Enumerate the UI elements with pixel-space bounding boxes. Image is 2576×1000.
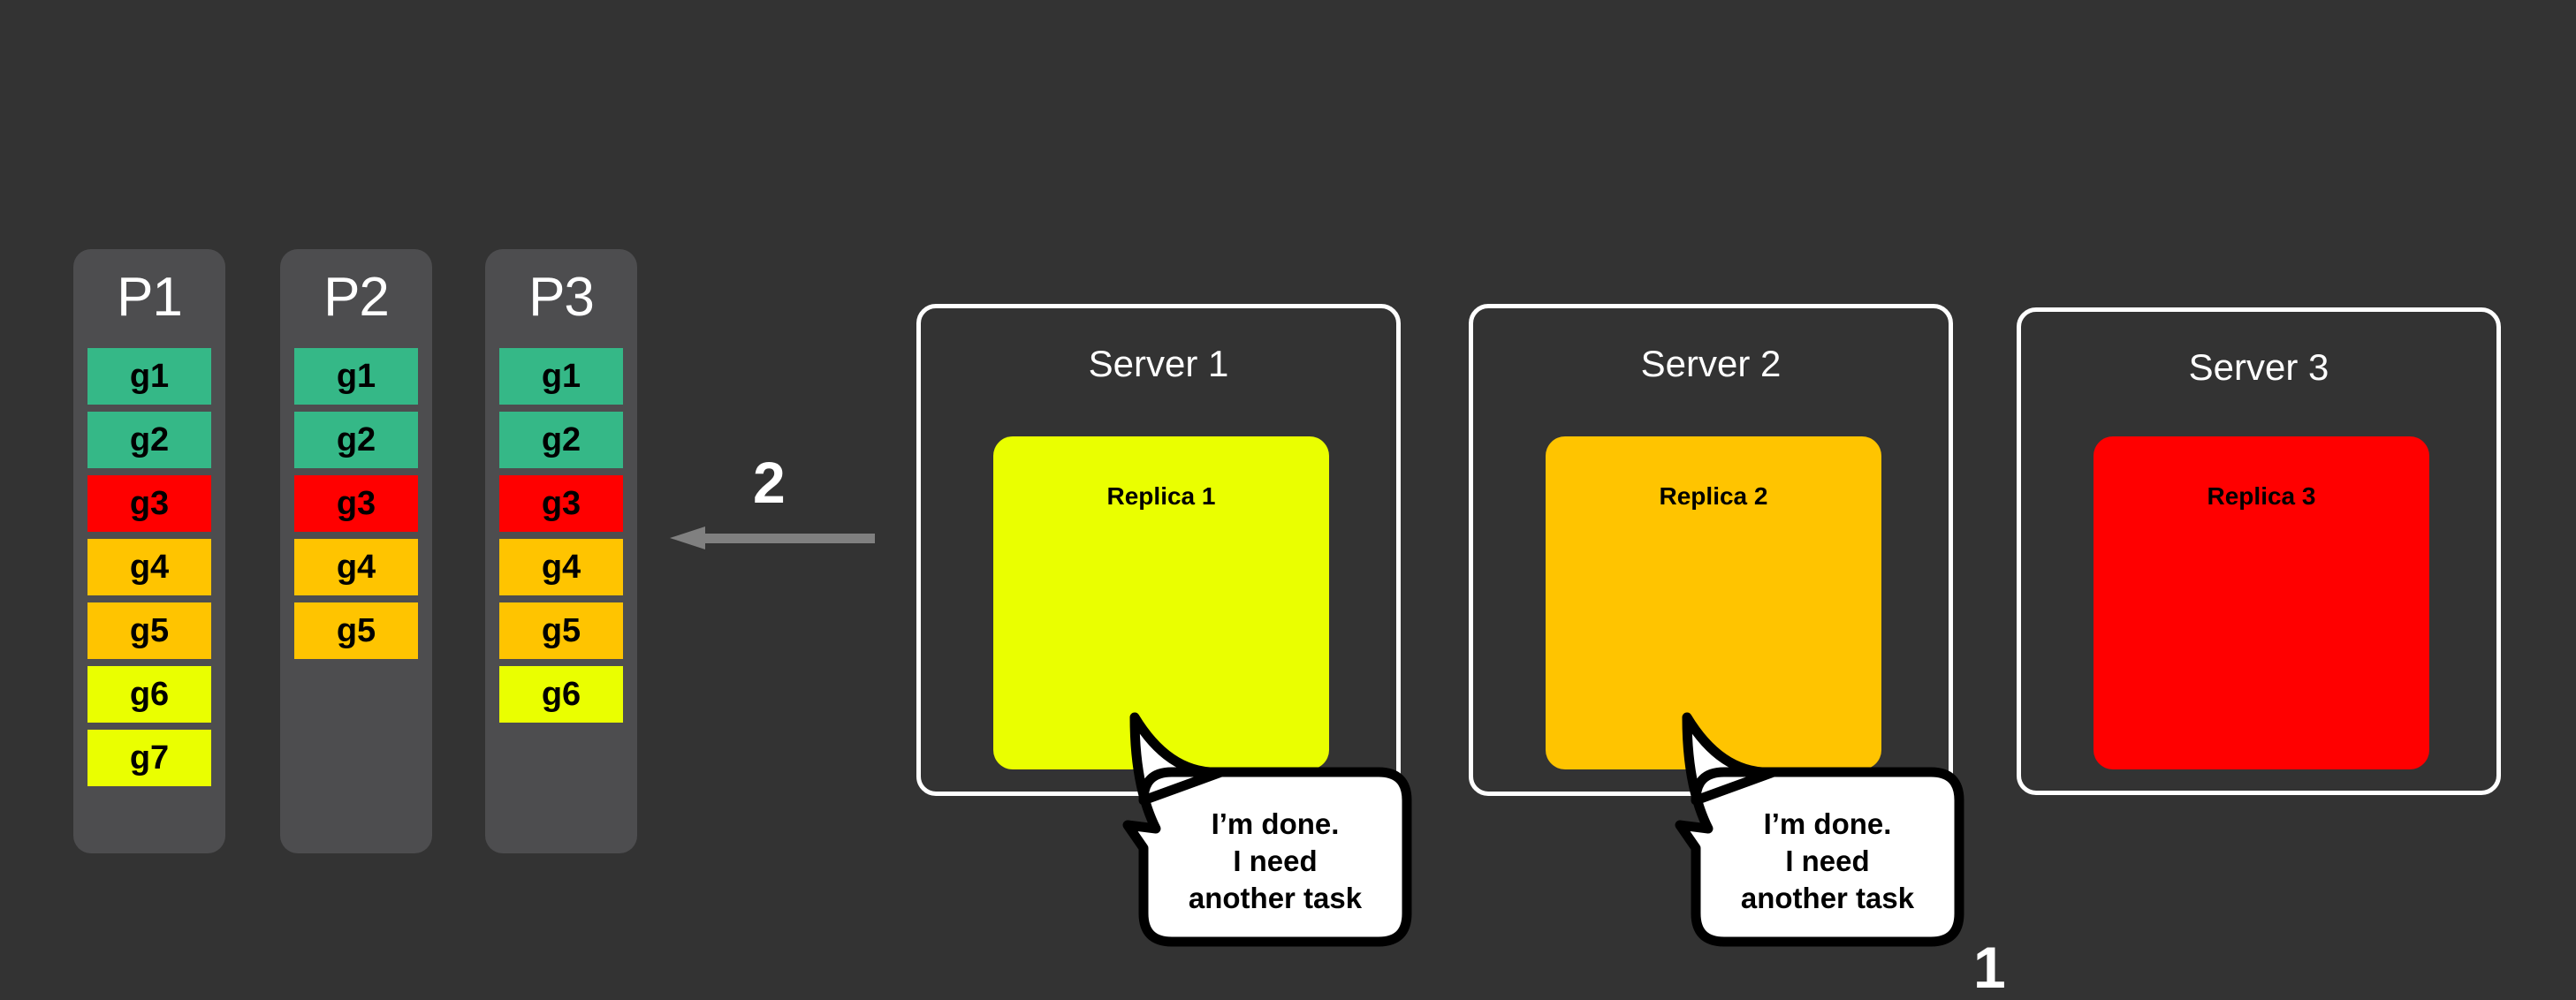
- replica-box-3: Replica 3: [2093, 436, 2429, 769]
- step-number-2: 2: [753, 450, 786, 515]
- flow-arrow-left-icon: [670, 527, 875, 549]
- server-title: Server 2: [1640, 343, 1782, 384]
- group-block-label: g6: [129, 676, 170, 713]
- group-block: g4: [499, 539, 623, 595]
- group-block: g4: [87, 539, 211, 595]
- group-block: g5: [87, 602, 211, 659]
- group-block-label: g4: [129, 549, 170, 586]
- replica-box-2: Replica 2: [1546, 436, 1881, 769]
- arrow-head-icon: [670, 527, 705, 549]
- partition-column-p3: P3 g1 g2 g3 g4 g5 g6: [485, 249, 637, 853]
- group-block: g3: [499, 475, 623, 532]
- group-block: g1: [499, 348, 623, 405]
- group-block-label: g6: [541, 676, 581, 713]
- server-box-3: Server 3: [2017, 307, 2501, 795]
- group-block: g3: [294, 475, 418, 532]
- group-block-label: g3: [336, 485, 376, 522]
- server-title: Server 3: [2188, 346, 2329, 388]
- group-block: g1: [294, 348, 418, 405]
- group-block-label: g4: [541, 549, 581, 586]
- group-block-label: g2: [541, 421, 581, 458]
- partition-block-list: g1 g2 g3 g4 g5 g6: [499, 348, 623, 723]
- group-block: g3: [87, 475, 211, 532]
- partition-label: P1: [117, 267, 183, 328]
- speech-bubble-shape: [1122, 712, 1412, 947]
- group-block: g2: [294, 412, 418, 468]
- speech-bubble-text: I’m done. I need another task: [1188, 807, 1363, 915]
- replica-label: Replica 1: [1106, 482, 1216, 510]
- group-block-label: g5: [541, 612, 581, 649]
- partition-label: P2: [323, 267, 390, 328]
- speech-bubble-text: I’m done. I need another task: [1740, 807, 1915, 915]
- group-block: g1: [87, 348, 211, 405]
- group-block-label: g5: [129, 612, 170, 649]
- group-block: g6: [499, 666, 623, 723]
- group-block: g4: [294, 539, 418, 595]
- replica-label: Replica 2: [1659, 482, 1768, 510]
- partition-label: P3: [528, 267, 595, 328]
- speech-bubble-shape: [1675, 712, 1964, 947]
- group-block-label: g3: [541, 485, 581, 522]
- group-block-label: g1: [336, 358, 376, 395]
- group-block: g7: [87, 730, 211, 786]
- group-block-label: g1: [541, 358, 581, 395]
- replica-box-1: Replica 1: [993, 436, 1329, 769]
- step-number-1: 1: [1973, 935, 2006, 1000]
- group-block-label: g2: [336, 421, 376, 458]
- group-block: g2: [499, 412, 623, 468]
- group-block: g5: [294, 602, 418, 659]
- group-block-label: g2: [129, 421, 170, 458]
- group-block: g5: [499, 602, 623, 659]
- partition-column-p1: P1 g1 g2 g3 g4 g5 g6 g7: [73, 249, 225, 853]
- partition-block-list: g1 g2 g3 g4 g5: [294, 348, 418, 659]
- server-title: Server 1: [1088, 343, 1229, 384]
- group-block: g6: [87, 666, 211, 723]
- replica-label: Replica 3: [2207, 482, 2316, 510]
- group-block-label: g5: [336, 612, 376, 649]
- partition-block-list: g1 g2 g3 g4 g5 g6 g7: [87, 348, 211, 786]
- arrow-shaft: [703, 534, 875, 543]
- group-block-label: g1: [129, 358, 170, 395]
- partition-column-p2: P2 g1 g2 g3 g4 g5: [280, 249, 432, 853]
- group-block-label: g4: [336, 549, 376, 586]
- group-block-label: g7: [129, 739, 170, 777]
- group-block-label: g3: [129, 485, 170, 522]
- group-block: g2: [87, 412, 211, 468]
